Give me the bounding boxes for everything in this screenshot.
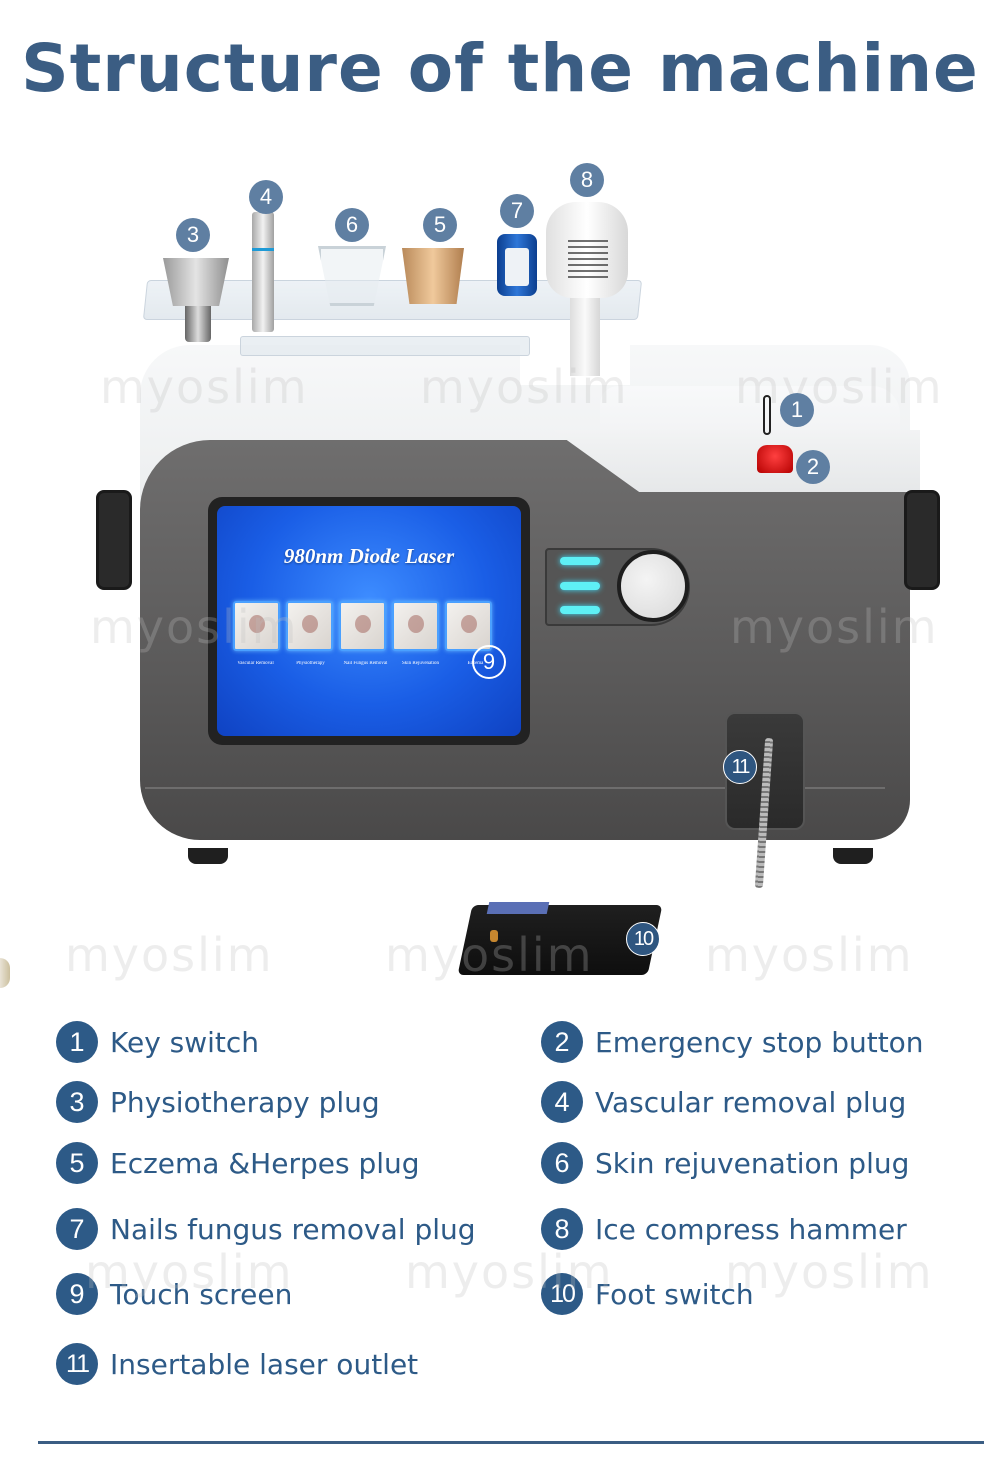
machine-foot (833, 848, 873, 864)
vascular-removal-plug-icon (252, 212, 274, 332)
right-handle (904, 490, 940, 590)
legend-label: Emergency stop button (595, 1025, 924, 1059)
nails-fungus-plug-window-icon (505, 248, 529, 286)
foot-switch-jack (490, 930, 498, 942)
legend-number-badge: 10 (541, 1273, 583, 1315)
callout-9: 9 (472, 645, 506, 679)
legend-label: Ice compress hammer (595, 1212, 907, 1246)
callout-4: 4 (249, 180, 283, 214)
legend-label: Foot switch (595, 1277, 754, 1311)
ice-hammer-handle-icon (570, 296, 600, 376)
legend-number-badge: 7 (56, 1208, 98, 1250)
legend-number-badge: 3 (56, 1081, 98, 1123)
callout-10: 10 (626, 922, 660, 956)
mode-thumbnail-skin-rejuvenation[interactable] (392, 601, 439, 651)
legend-number-badge: 8 (541, 1208, 583, 1250)
callout-2: 2 (796, 450, 830, 484)
left-handle (96, 490, 132, 590)
foot-switch-label-plate (486, 902, 550, 914)
eczema-herpes-plug-icon (402, 248, 464, 304)
legend-item-nails-fungus-plug: 7 Nails fungus removal plug (56, 1208, 476, 1250)
physiotherapy-plug-stem-icon (185, 306, 211, 342)
edge-image-fragment (0, 958, 10, 988)
callout-7: 7 (500, 194, 534, 228)
footer-divider (38, 1441, 984, 1444)
legend-label: Nails fungus removal plug (110, 1212, 476, 1246)
legend-item-touch-screen: 9 Touch screen (56, 1273, 292, 1315)
legend-label: Vascular removal plug (595, 1085, 907, 1119)
callout-8: 8 (570, 163, 604, 197)
mode-caption: Skin Rejuvenation (401, 661, 440, 666)
legend-item-laser-outlet: 11 Insertable laser outlet (56, 1343, 418, 1385)
machine-ridge (145, 787, 885, 789)
legend-item-physiotherapy-plug: 3 Physiotherapy plug (56, 1081, 380, 1123)
legend-label: Touch screen (110, 1277, 293, 1311)
legend-number-badge: 2 (541, 1021, 583, 1063)
legend-number-badge: 5 (56, 1142, 98, 1184)
physiotherapy-plug-icon (163, 258, 229, 306)
indicator-light (560, 606, 600, 614)
legend-item-skin-rejuvenation-plug: 6 Skin rejuvenation plug (541, 1142, 909, 1184)
mode-caption: Nail Fungus Removal (343, 661, 388, 666)
machine-foot (188, 848, 228, 864)
callout-6: 6 (335, 208, 369, 242)
legend-item-vascular-removal-plug: 4 Vascular removal plug (541, 1081, 906, 1123)
mode-thumbnail-nail-fungus[interactable] (339, 601, 386, 651)
legend-number-badge: 4 (541, 1081, 583, 1123)
emergency-stop-button[interactable] (757, 445, 793, 473)
legend-label: Skin rejuvenation plug (595, 1146, 910, 1180)
legend-number-badge: 11 (56, 1343, 98, 1385)
touch-screen[interactable]: 980nm Diode Laser Vascular Removal Physi… (217, 506, 521, 736)
legend-label: Physiotherapy plug (110, 1085, 380, 1119)
callout-11: 11 (723, 750, 757, 784)
screen-mode-captions: Vascular Removal Physiotherapy Nail Fung… (231, 661, 500, 666)
legend-item-emergency-stop: 2 Emergency stop button (541, 1021, 924, 1063)
legend-label: Key switch (110, 1025, 260, 1059)
ice-hammer-vent-icon (568, 240, 608, 280)
legend-number-badge: 6 (541, 1142, 583, 1184)
legend-item-ice-compress-hammer: 8 Ice compress hammer (541, 1208, 907, 1250)
mode-thumbnail-vascular[interactable] (233, 601, 280, 651)
legend-label: Eczema &Herpes plug (110, 1146, 420, 1180)
legend-item-eczema-herpes-plug: 5 Eczema &Herpes plug (56, 1142, 420, 1184)
mode-caption: Physiotherapy (296, 661, 325, 666)
vascular-plug-band-icon (252, 248, 274, 251)
accessory-holder-base (240, 336, 530, 356)
indicator-light (560, 557, 600, 565)
legend-number-badge: 9 (56, 1273, 98, 1315)
callout-5: 5 (423, 208, 457, 242)
page-title: Structure of the machine (21, 30, 979, 107)
callout-1: 1 (780, 393, 814, 427)
legend-number-badge: 1 (56, 1021, 98, 1063)
indicator-light (560, 582, 600, 590)
key-switch-icon[interactable] (763, 395, 771, 435)
callout-3: 3 (176, 218, 210, 252)
screen-mode-thumbnails (233, 601, 492, 651)
legend-label: Insertable laser outlet (110, 1347, 419, 1381)
mode-caption: Vascular Removal (237, 661, 274, 666)
mode-thumbnail-physiotherapy[interactable] (286, 601, 333, 651)
machine-illustration: 980nm Diode Laser Vascular Removal Physi… (96, 202, 940, 975)
legend-item-foot-switch: 10 Foot switch (541, 1273, 754, 1315)
mode-thumbnail-eczema[interactable] (445, 601, 492, 651)
legend-item-key-switch: 1 Key switch (56, 1021, 259, 1063)
screen-title: 980nm Diode Laser (283, 544, 455, 568)
watermark: myoslim (725, 1245, 934, 1299)
control-knob[interactable] (617, 550, 689, 622)
